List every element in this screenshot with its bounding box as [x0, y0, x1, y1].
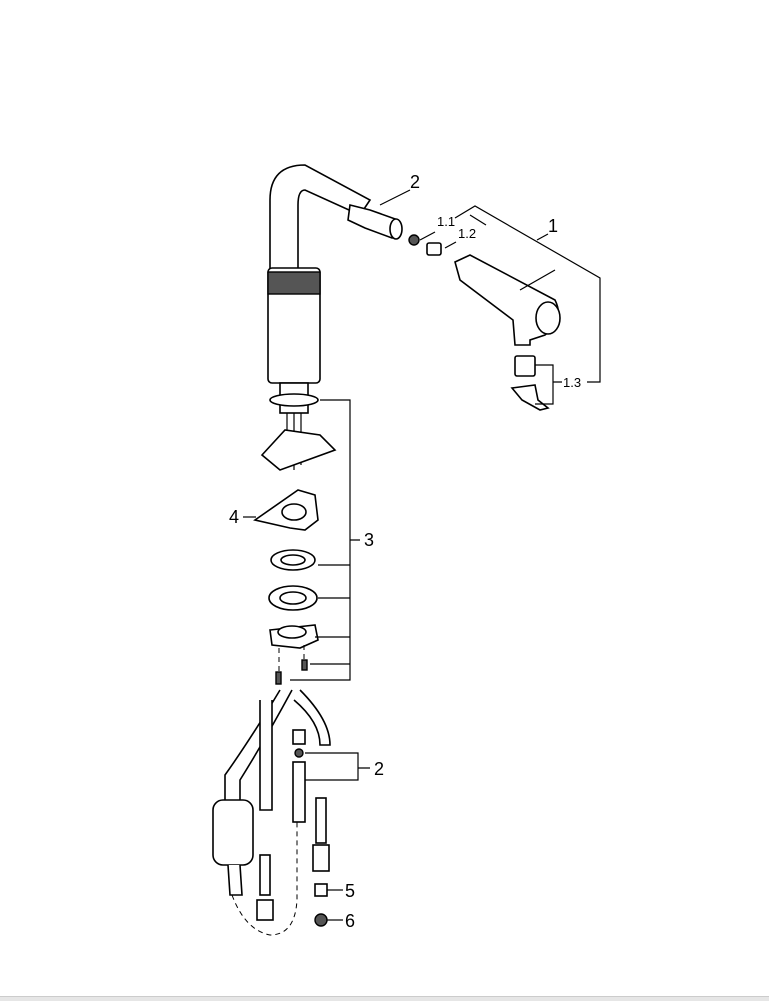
label-hose-top: 2 — [410, 172, 420, 192]
screw-1 — [301, 659, 308, 671]
label-part-1-3: 1.3 — [563, 375, 581, 390]
label-bracket: 4 — [229, 507, 239, 527]
label-part-1-1: 1.1 — [437, 214, 455, 229]
part-5 — [314, 883, 328, 897]
label-part-5: 5 — [345, 881, 355, 901]
screw-2 — [275, 671, 282, 685]
hose-connector-top — [347, 204, 403, 240]
label-part-1-2: 1.2 — [458, 226, 476, 241]
bottom-scrollbar-strip — [0, 996, 769, 1001]
part-6 — [314, 913, 328, 927]
label-mount-set: 3 — [364, 530, 374, 550]
spray-head — [454, 254, 561, 411]
part-1-1-washer — [408, 234, 420, 246]
leader-lines — [243, 189, 601, 921]
label-spray-head: 1 — [548, 216, 558, 236]
faucet-body — [260, 164, 372, 471]
label-part-6: 6 — [345, 911, 355, 931]
supply-hoses — [212, 689, 331, 936]
label-hose-bottom: 2 — [374, 759, 384, 779]
part-1-2-insert — [426, 242, 442, 256]
